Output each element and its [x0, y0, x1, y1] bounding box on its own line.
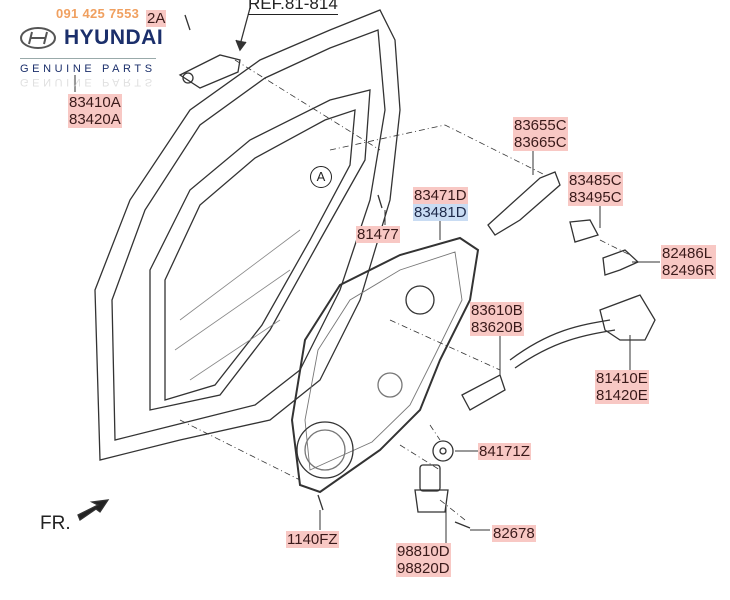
- module-panel: [290, 236, 480, 494]
- handle-cover-part: [569, 219, 599, 243]
- part-label[interactable]: 82496R: [661, 262, 716, 279]
- dashed-guides: [179, 59, 631, 521]
- part-label[interactable]: 82678: [492, 525, 536, 542]
- actuator-cover-part: [602, 249, 640, 276]
- part-83610B-group: 83610B 83620B: [470, 302, 524, 336]
- part-label[interactable]: 83495C: [568, 189, 623, 206]
- part-81410E-group: 81410E 81420E: [595, 370, 649, 404]
- part-83655C-group: 83655C 83665C: [513, 117, 568, 151]
- part-label[interactable]: 83485C: [568, 172, 623, 189]
- door-frame: [94, 9, 401, 461]
- part-label[interactable]: 98810D: [396, 543, 451, 560]
- phone-number: 091 425 7553: [56, 6, 140, 21]
- part-label[interactable]: 83471D: [413, 187, 468, 204]
- part-label[interactable]: 83665C: [513, 134, 568, 151]
- part-83410A-group: 83410A 83420A: [68, 94, 122, 128]
- plug-part: [432, 440, 454, 462]
- callout-a: A: [310, 166, 332, 188]
- bracket-ref: [178, 7, 251, 89]
- screws: [184, 14, 471, 529]
- genuine-parts-tagline: GENUINE PARTS: [20, 58, 156, 75]
- part-label[interactable]: 83410A: [68, 94, 122, 111]
- part-label[interactable]: 98820D: [396, 560, 451, 577]
- outside-handle-frame: [487, 171, 561, 236]
- part-83485C-group: 83485C 83495C: [568, 172, 623, 206]
- part-label[interactable]: 81410E: [595, 370, 649, 387]
- latch-assembly: [509, 294, 656, 369]
- part-98810D-group: 98810D 98820D: [396, 543, 451, 577]
- hyundai-logo-icon: [20, 27, 56, 49]
- leader-lines: [74, 75, 660, 545]
- inside-handle-part: [461, 374, 506, 411]
- reference-label: REF.81-814: [248, 0, 338, 15]
- part-label[interactable]: 81420E: [595, 387, 649, 404]
- part-label[interactable]: 83620B: [470, 319, 524, 336]
- brand-logo: HYUNDAI: [20, 26, 163, 50]
- motor-part: [414, 464, 449, 513]
- direction-arrow-icon: [77, 499, 110, 521]
- front-direction-label: FR.: [40, 513, 71, 534]
- part-82486L-group: 82486L 82496R: [661, 245, 716, 279]
- part-label[interactable]: 84171Z: [478, 443, 531, 460]
- tagline-reflection: GENUINE PARTS: [20, 76, 156, 88]
- part-label[interactable]: 82486L: [661, 245, 716, 262]
- part-label[interactable]: 1140FZ: [286, 531, 339, 548]
- brand-name: HYUNDAI: [64, 26, 164, 49]
- part-label-selected[interactable]: 83481D: [413, 204, 468, 221]
- part-label[interactable]: 83655C: [513, 117, 568, 134]
- part-label[interactable]: 83610B: [470, 302, 524, 319]
- part-label[interactable]: 83420A: [68, 111, 122, 128]
- part-83471D-group: 83471D 83481D: [413, 187, 468, 221]
- part-label[interactable]: 81477: [356, 226, 400, 243]
- part-label-partial[interactable]: 2A: [146, 10, 167, 27]
